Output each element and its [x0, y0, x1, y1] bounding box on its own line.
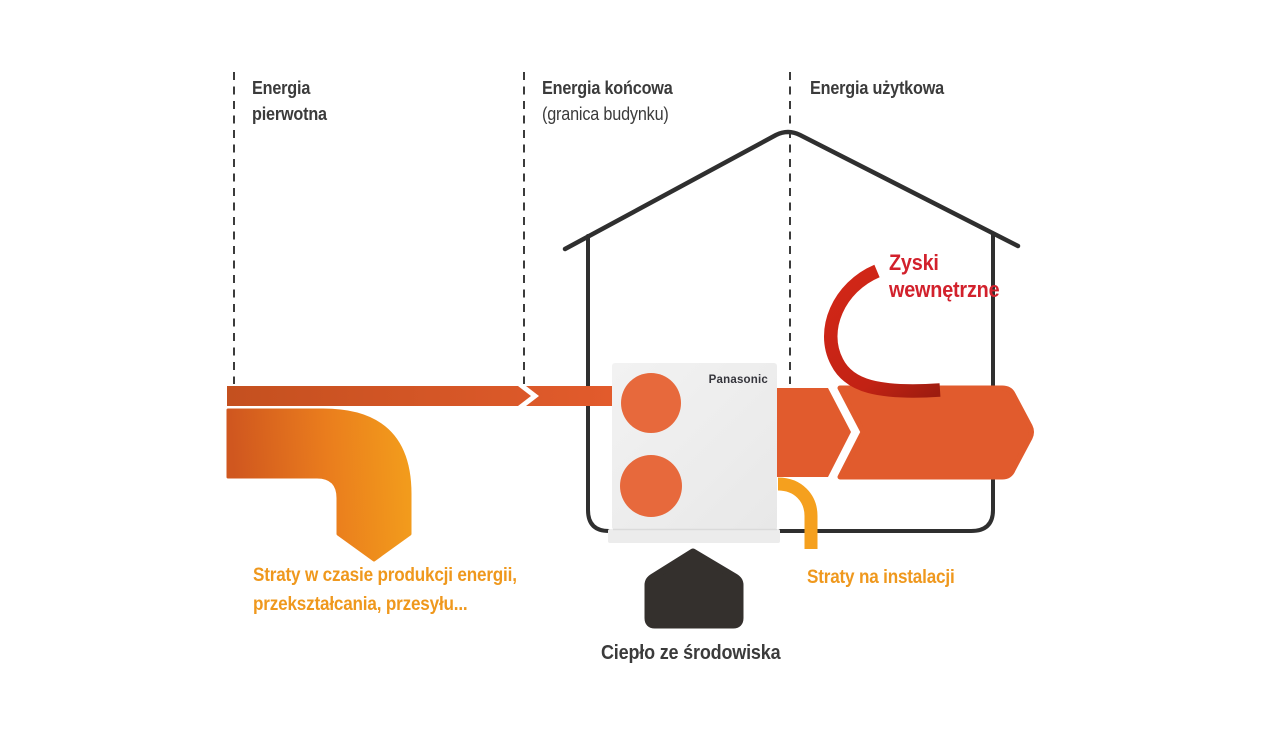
internal-gains-arrow: [824, 264, 941, 398]
useful-energy-arrowhead: [837, 385, 1034, 480]
label-installation-losses: Straty na instalacji: [807, 567, 971, 589]
label-final-energy-line1: Energia końcowa: [542, 78, 687, 99]
production-losses-text1: Straty w czasie produkcji energii,: [253, 565, 517, 586]
house-walls-line: [586, 232, 995, 533]
label-final-energy-text2: (granica budynku): [542, 104, 669, 124]
label-primary-energy-line1: Energia: [252, 78, 317, 99]
label-primary-energy-text1: Energia: [252, 78, 311, 98]
label-internal-gains-line1: Zyski: [889, 250, 944, 275]
installation-losses-arrow: [777, 477, 818, 549]
production-losses-arrow: [226, 408, 412, 562]
label-final-energy-line2: (granica budynku): [542, 104, 683, 125]
primary-energy-bar-right: [526, 386, 612, 406]
heat-pump-unit: [608, 363, 780, 543]
brand-label: Panasonic: [700, 374, 768, 386]
label-final-energy-text1: Energia końcowa: [542, 78, 673, 98]
primary-energy-bar-left: [227, 386, 531, 406]
internal-gains-text1: Zyski: [889, 250, 939, 275]
internal-gains-text2: wewnętrzne: [889, 277, 1000, 302]
installation-losses-text: Straty na instalacji: [807, 567, 955, 588]
environment-heat-icon: [644, 548, 744, 629]
brand-text: Panasonic: [708, 374, 768, 386]
label-internal-gains-line2: wewnętrzne: [889, 277, 1012, 302]
label-environment-heat: Ciepło ze środowiska: [591, 642, 791, 665]
primary-energy-flow: [227, 386, 612, 406]
fan-circle-top: [621, 373, 681, 433]
house-roof-line: [562, 129, 1021, 252]
house-outline: [562, 129, 1021, 533]
label-production-losses-line1: Straty w czasie produkcji energii,: [253, 565, 546, 587]
production-losses-text2: przekształcania, przesyłu...: [253, 594, 468, 615]
label-primary-energy-text2: pierwotna: [252, 104, 327, 124]
heat-pump-base: [608, 529, 780, 543]
environment-heat-text: Ciepło ze środowiska: [601, 642, 781, 664]
useful-energy-arrow: [777, 385, 1034, 480]
label-primary-energy-line2: pierwotna: [252, 104, 335, 125]
label-useful-energy-text: Energia użytkowa: [810, 78, 944, 98]
useful-energy-segment: [777, 388, 851, 477]
label-production-losses-line2: przekształcania, przesyłu...: [253, 594, 491, 616]
fan-circle-bottom: [620, 455, 682, 517]
label-useful-energy: Energia użytkowa: [810, 78, 959, 99]
